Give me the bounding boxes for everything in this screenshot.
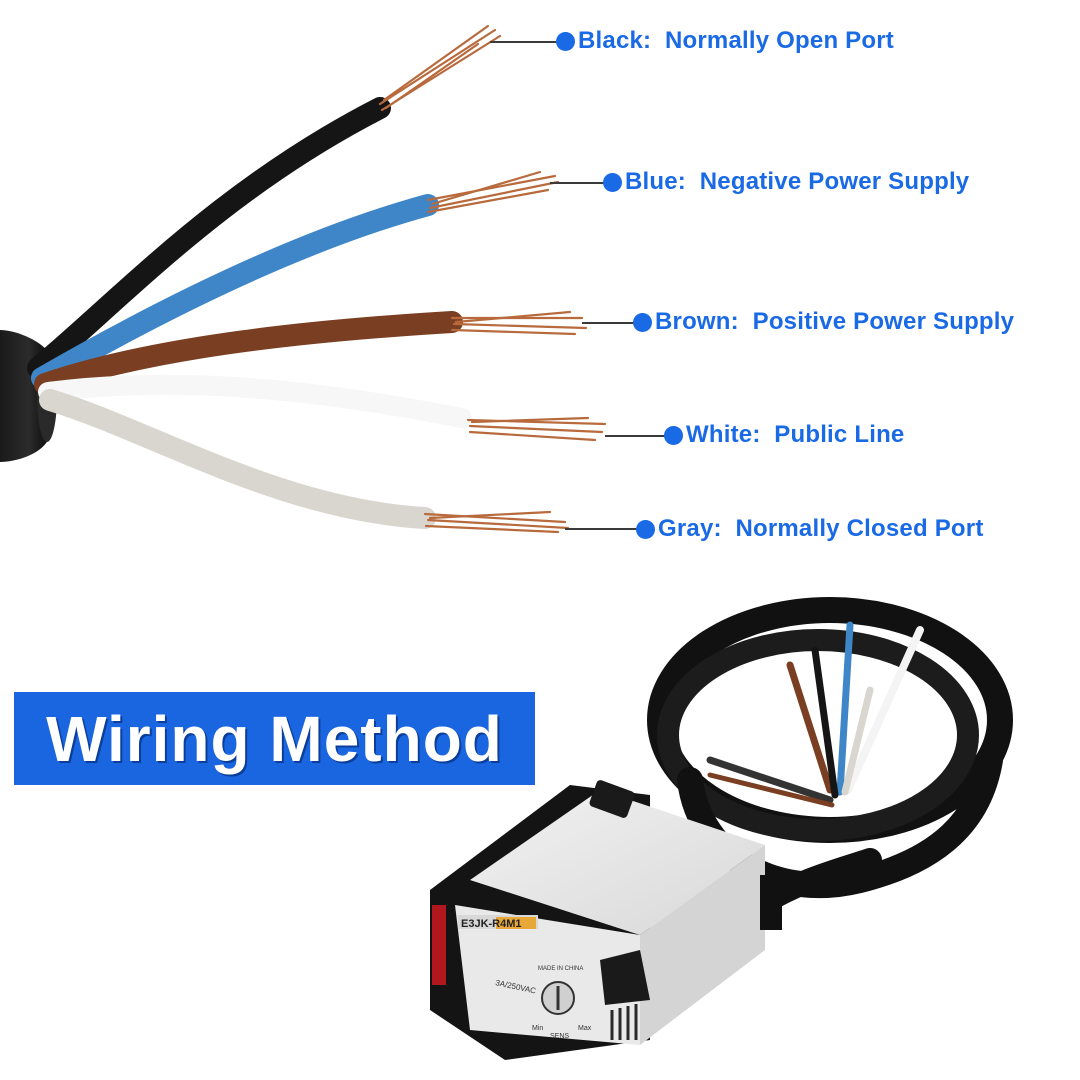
copper-strands [378,24,607,534]
callout-dot [633,312,652,332]
blue-wire [31,194,439,389]
brown-wire [34,311,463,395]
sensor-origin-text: MADE IN CHINA [538,966,583,972]
leader-line-white [605,435,673,437]
callout-dot [664,425,683,445]
callout-dot [603,172,622,192]
callout-dot [636,519,655,539]
photoelectric-sensor: E3JK-R4M1 3A/250VAC MADE IN CHINA Min SE… [430,780,782,1060]
callout-label: Black: Normally Open Port [578,27,894,54]
leader-line-brown [582,322,642,324]
leader-line-gray [565,528,644,530]
leader-line-blue [550,182,612,184]
sensor-min-text: Min [532,1025,543,1032]
black-wire [27,97,391,379]
callout-gray: Gray: Normally Closed Port [636,515,984,543]
callout-black: Black: Normally Open Port [556,27,894,55]
sensor-model-text: E3JK-R4M1 [461,918,522,930]
title-text: Wiring Method [46,702,503,775]
white-wire [38,374,472,428]
callout-label: Gray: Normally Closed Port [658,515,984,542]
title-banner: Wiring Method [14,692,535,785]
coil-wires [706,621,924,808]
callout-label: White: Public Line [686,421,905,448]
leader-line-black [490,41,565,43]
callout-label: Blue: Negative Power Supply [625,168,970,195]
callout-white: White: Public Line [664,421,904,449]
sensor-max-text: Max [578,1025,592,1032]
gray-wire [39,389,436,529]
callout-brown: Brown: Positive Power Supply [633,308,1014,336]
sensor-sens-text: SENS [550,1033,569,1040]
callout-label: Brown: Positive Power Supply [655,308,1015,335]
callout-dot [556,31,575,51]
callout-blue: Blue: Negative Power Supply [603,168,969,196]
